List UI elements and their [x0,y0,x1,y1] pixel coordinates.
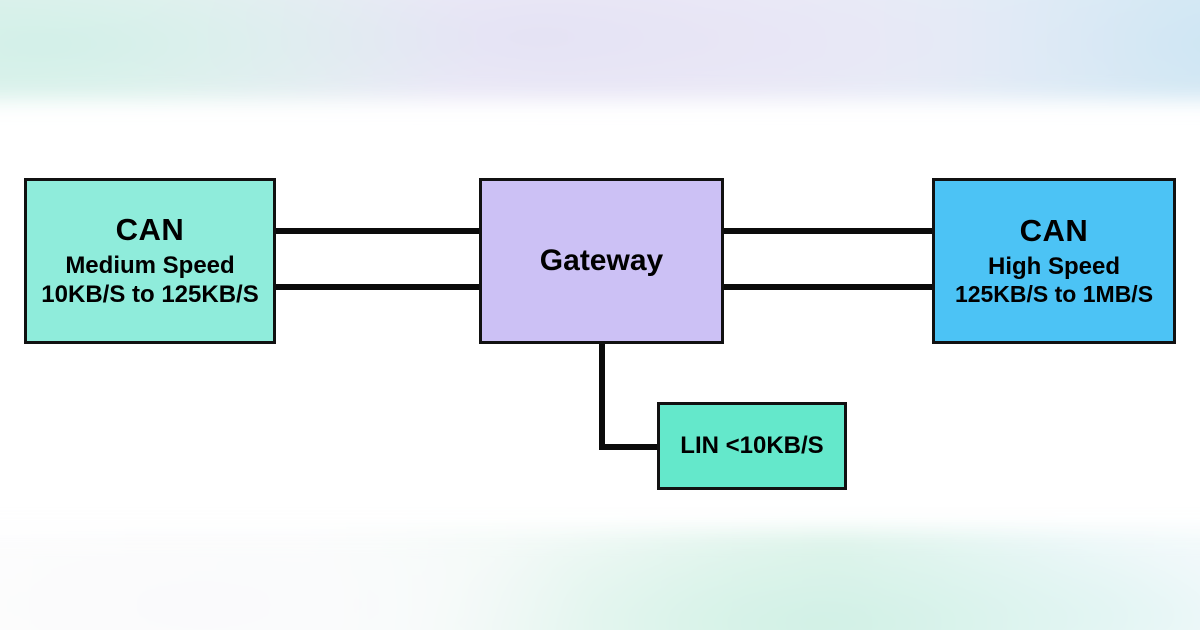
node-can-high-line-3: 125KB/S to 1MB/S [954,281,1154,308]
node-lin-bus: LIN <10KB/S [657,402,847,490]
node-can-high-line-2: High Speed [987,252,1120,280]
node-can-high-line-1: CAN [1019,212,1089,248]
node-gateway: Gateway [479,178,724,344]
connector-gateway-to-lin-vertical [599,340,605,450]
connector-gateway-to-can-high-lower [718,284,938,290]
connector-can-medium-to-gateway-upper [270,228,485,234]
node-can-high-speed: CAN High Speed 125KB/S to 1MB/S [932,178,1176,344]
node-lin-label: LIN <10KB/S [680,431,824,459]
node-gateway-label: Gateway [539,244,664,278]
connector-gateway-to-can-high-upper [718,228,938,234]
connector-can-medium-to-gateway-lower [270,284,485,290]
node-can-medium-line-2: Medium Speed [65,251,235,279]
node-can-medium-line-3: 10KB/S to 125KB/S [41,280,259,308]
node-can-medium-speed: CAN Medium Speed 10KB/S to 125KB/S [24,178,276,344]
connector-gateway-to-lin-horizontal [599,444,663,450]
node-can-medium-line-1: CAN [115,212,185,248]
